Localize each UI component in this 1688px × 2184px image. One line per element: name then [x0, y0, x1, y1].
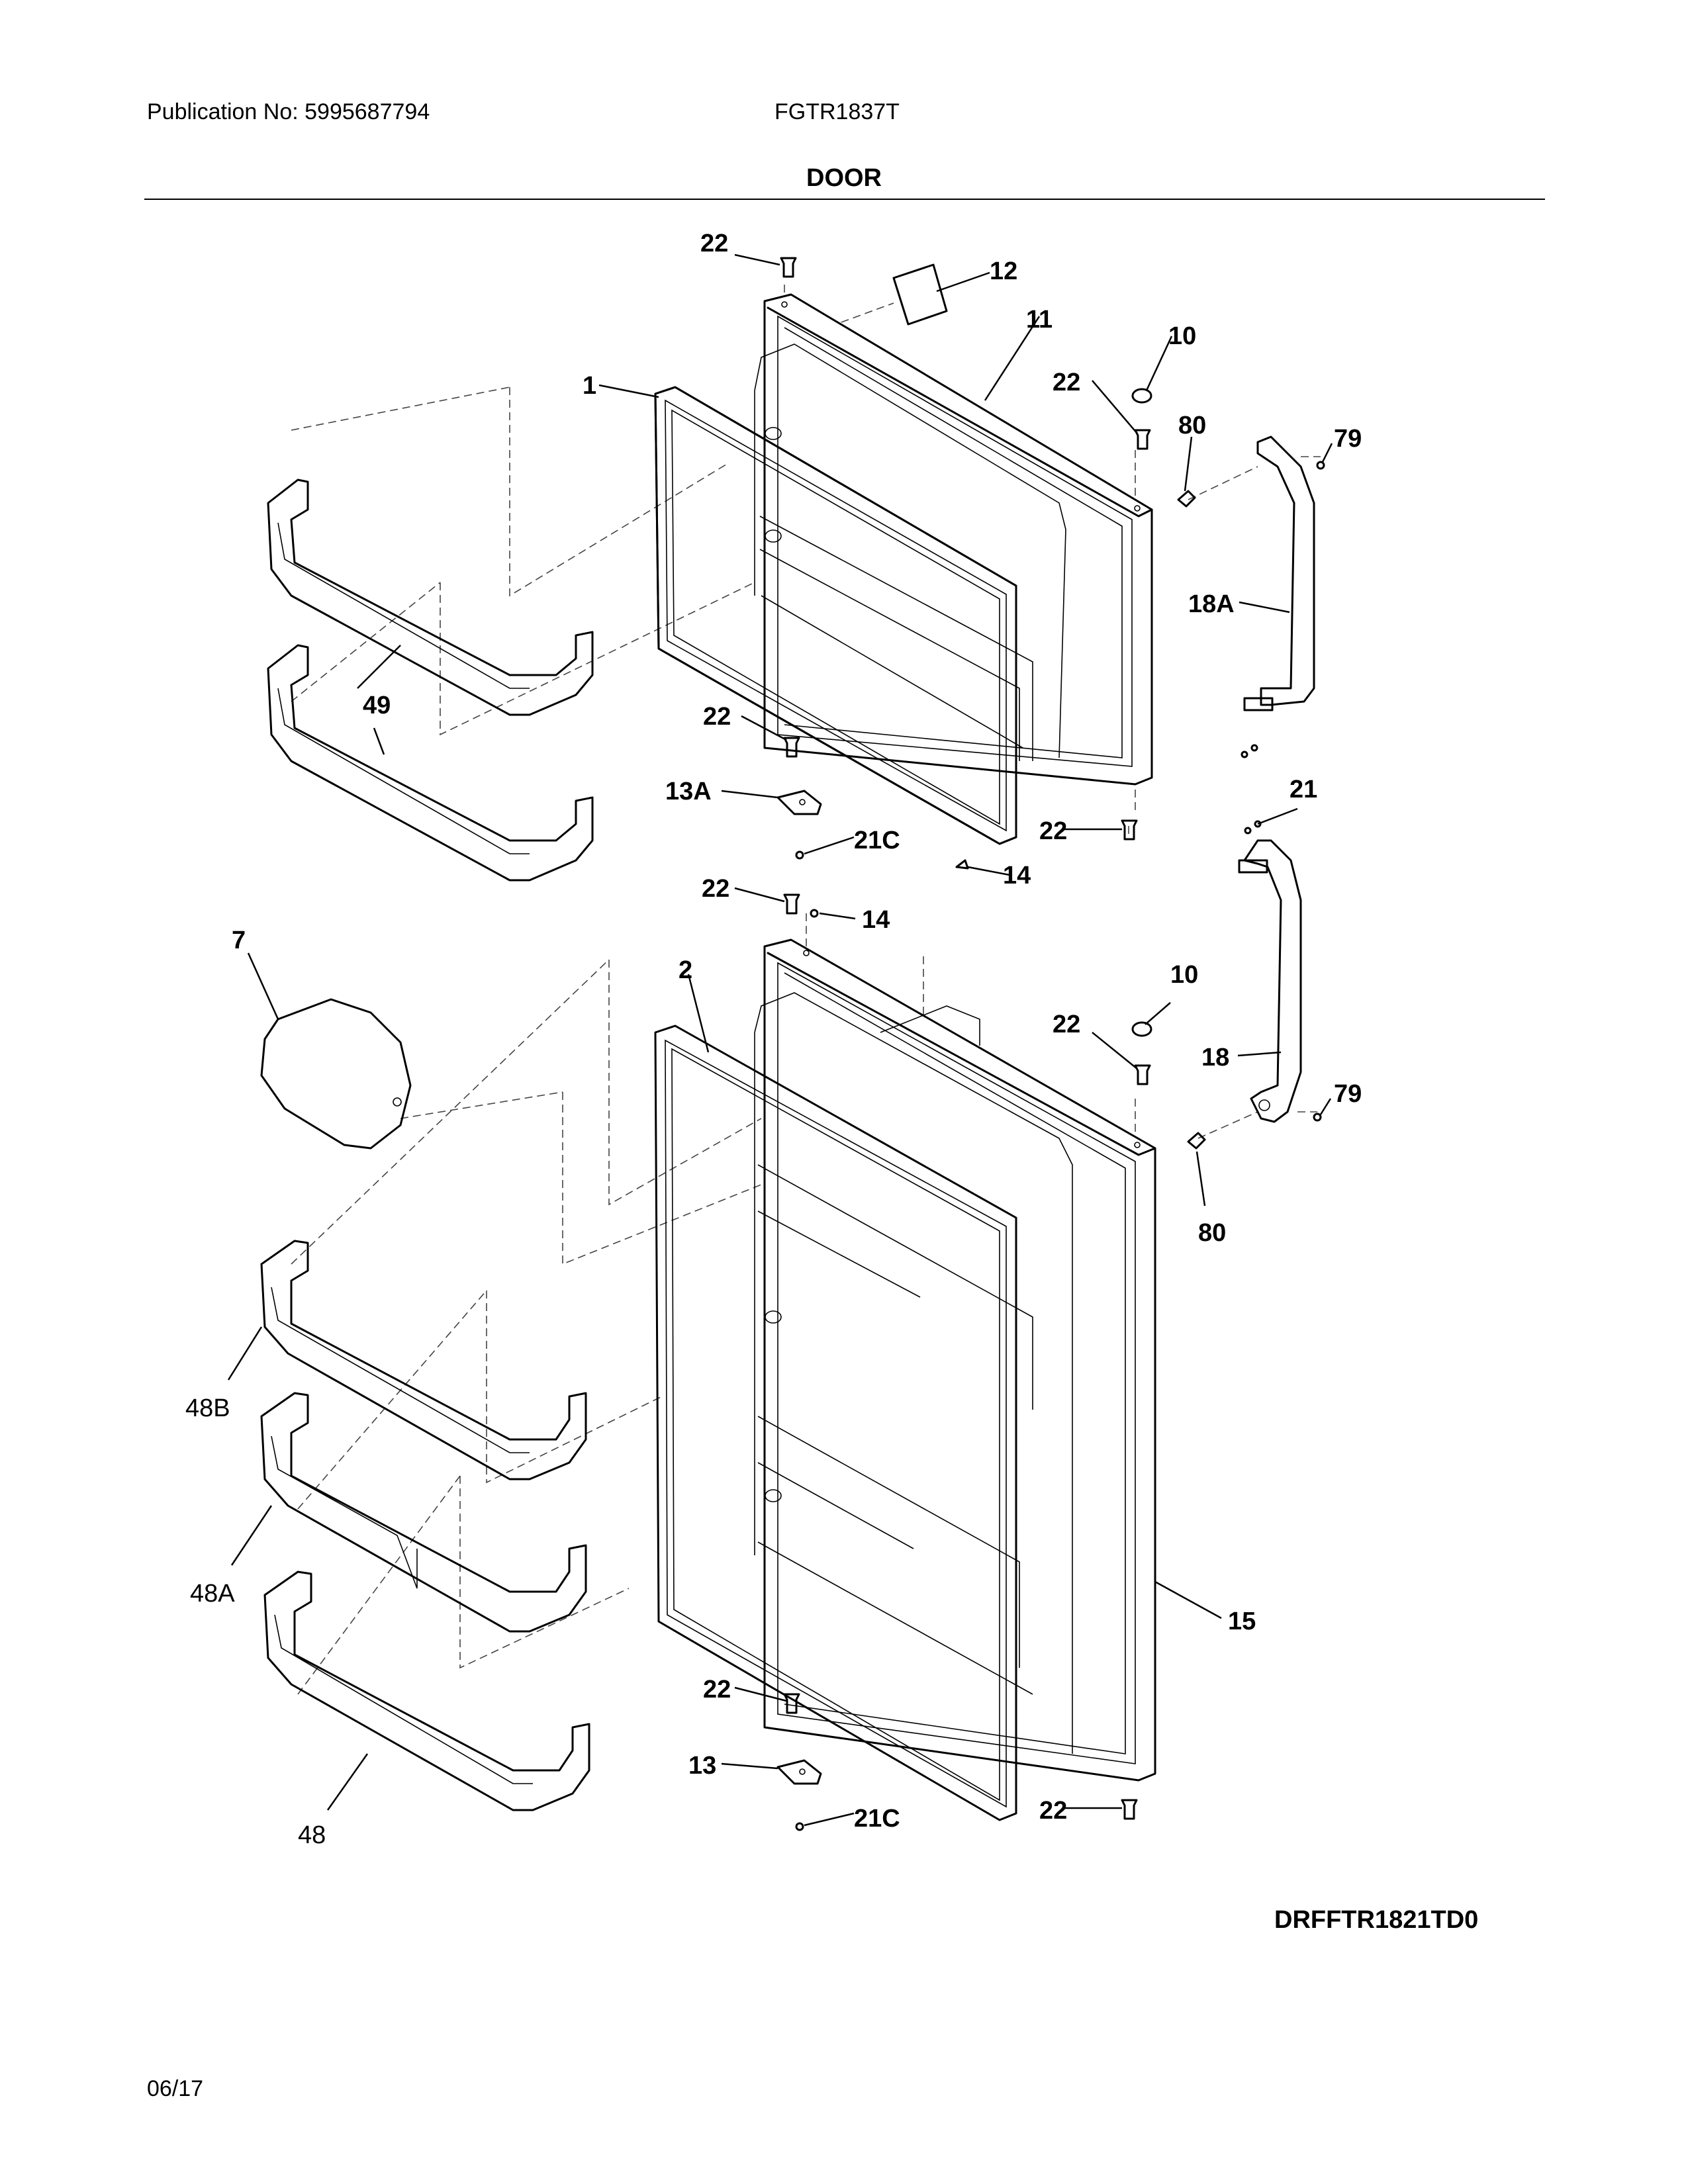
callout-1: 1: [583, 372, 596, 400]
publication-number: Publication No: 5995687794: [147, 99, 430, 124]
fresh-food-gasket: [654, 1024, 1017, 1821]
callout-13A: 13A: [665, 778, 712, 805]
fresh-food-door: [754, 938, 1156, 1782]
dairy-bin: [260, 998, 412, 1150]
fresh-food-handle: [1238, 839, 1302, 1123]
callout-80: 80: [1178, 412, 1206, 439]
freezer-gasket: [654, 386, 1017, 845]
fresh-food-door-shelves: [260, 1240, 590, 1811]
header-rule: [144, 199, 1545, 200]
callout-labels: 22 12 11 10 22 80 79 1 18A 49 22 13A 21C…: [185, 230, 1362, 1849]
callout-49: 49: [363, 692, 391, 719]
callout-22: 22: [1039, 1797, 1067, 1825]
callout-48B: 48B: [185, 1394, 230, 1422]
callout-22: 22: [702, 875, 729, 903]
callout-10: 10: [1168, 322, 1196, 350]
callout-12: 12: [990, 257, 1017, 285]
callout-80: 80: [1198, 1219, 1226, 1247]
callout-21C: 21C: [854, 827, 900, 854]
callout-7: 7: [232, 927, 246, 954]
callout-48A: 48A: [190, 1580, 235, 1608]
callout-11: 11: [1026, 306, 1053, 334]
freezer-door: [754, 293, 1153, 786]
callout-22: 22: [1053, 369, 1080, 396]
callout-22: 22: [1053, 1011, 1080, 1038]
callout-18: 18: [1201, 1044, 1229, 1071]
drawing-number: DRFFTR1821TD0: [1274, 1906, 1479, 1934]
callout-22: 22: [703, 703, 731, 731]
hardware: [776, 257, 1325, 1831]
callout-22: 22: [703, 1676, 731, 1704]
callout-15: 15: [1228, 1608, 1256, 1635]
callout-14: 14: [1003, 862, 1031, 889]
callout-22: 22: [1039, 817, 1067, 845]
model-number: FGTR1837T: [774, 99, 900, 124]
callout-10: 10: [1170, 961, 1198, 989]
callout-18A: 18A: [1188, 590, 1235, 618]
callout-13: 13: [688, 1752, 716, 1780]
callout-22: 22: [700, 230, 728, 257]
section-title: DOOR: [806, 164, 882, 192]
freezer-handle: [1243, 435, 1315, 711]
leader-lines: [227, 253, 1333, 1827]
date-code: 06/17: [147, 2076, 204, 2101]
callout-21: 21: [1289, 776, 1317, 803]
callout-48: 48: [298, 1821, 326, 1849]
callout-21C: 21C: [854, 1805, 900, 1833]
callout-79: 79: [1334, 1080, 1362, 1108]
callout-14: 14: [862, 906, 890, 934]
callout-2: 2: [679, 956, 692, 984]
freezer-door-shelves: [267, 478, 594, 882]
callout-79: 79: [1334, 425, 1362, 453]
